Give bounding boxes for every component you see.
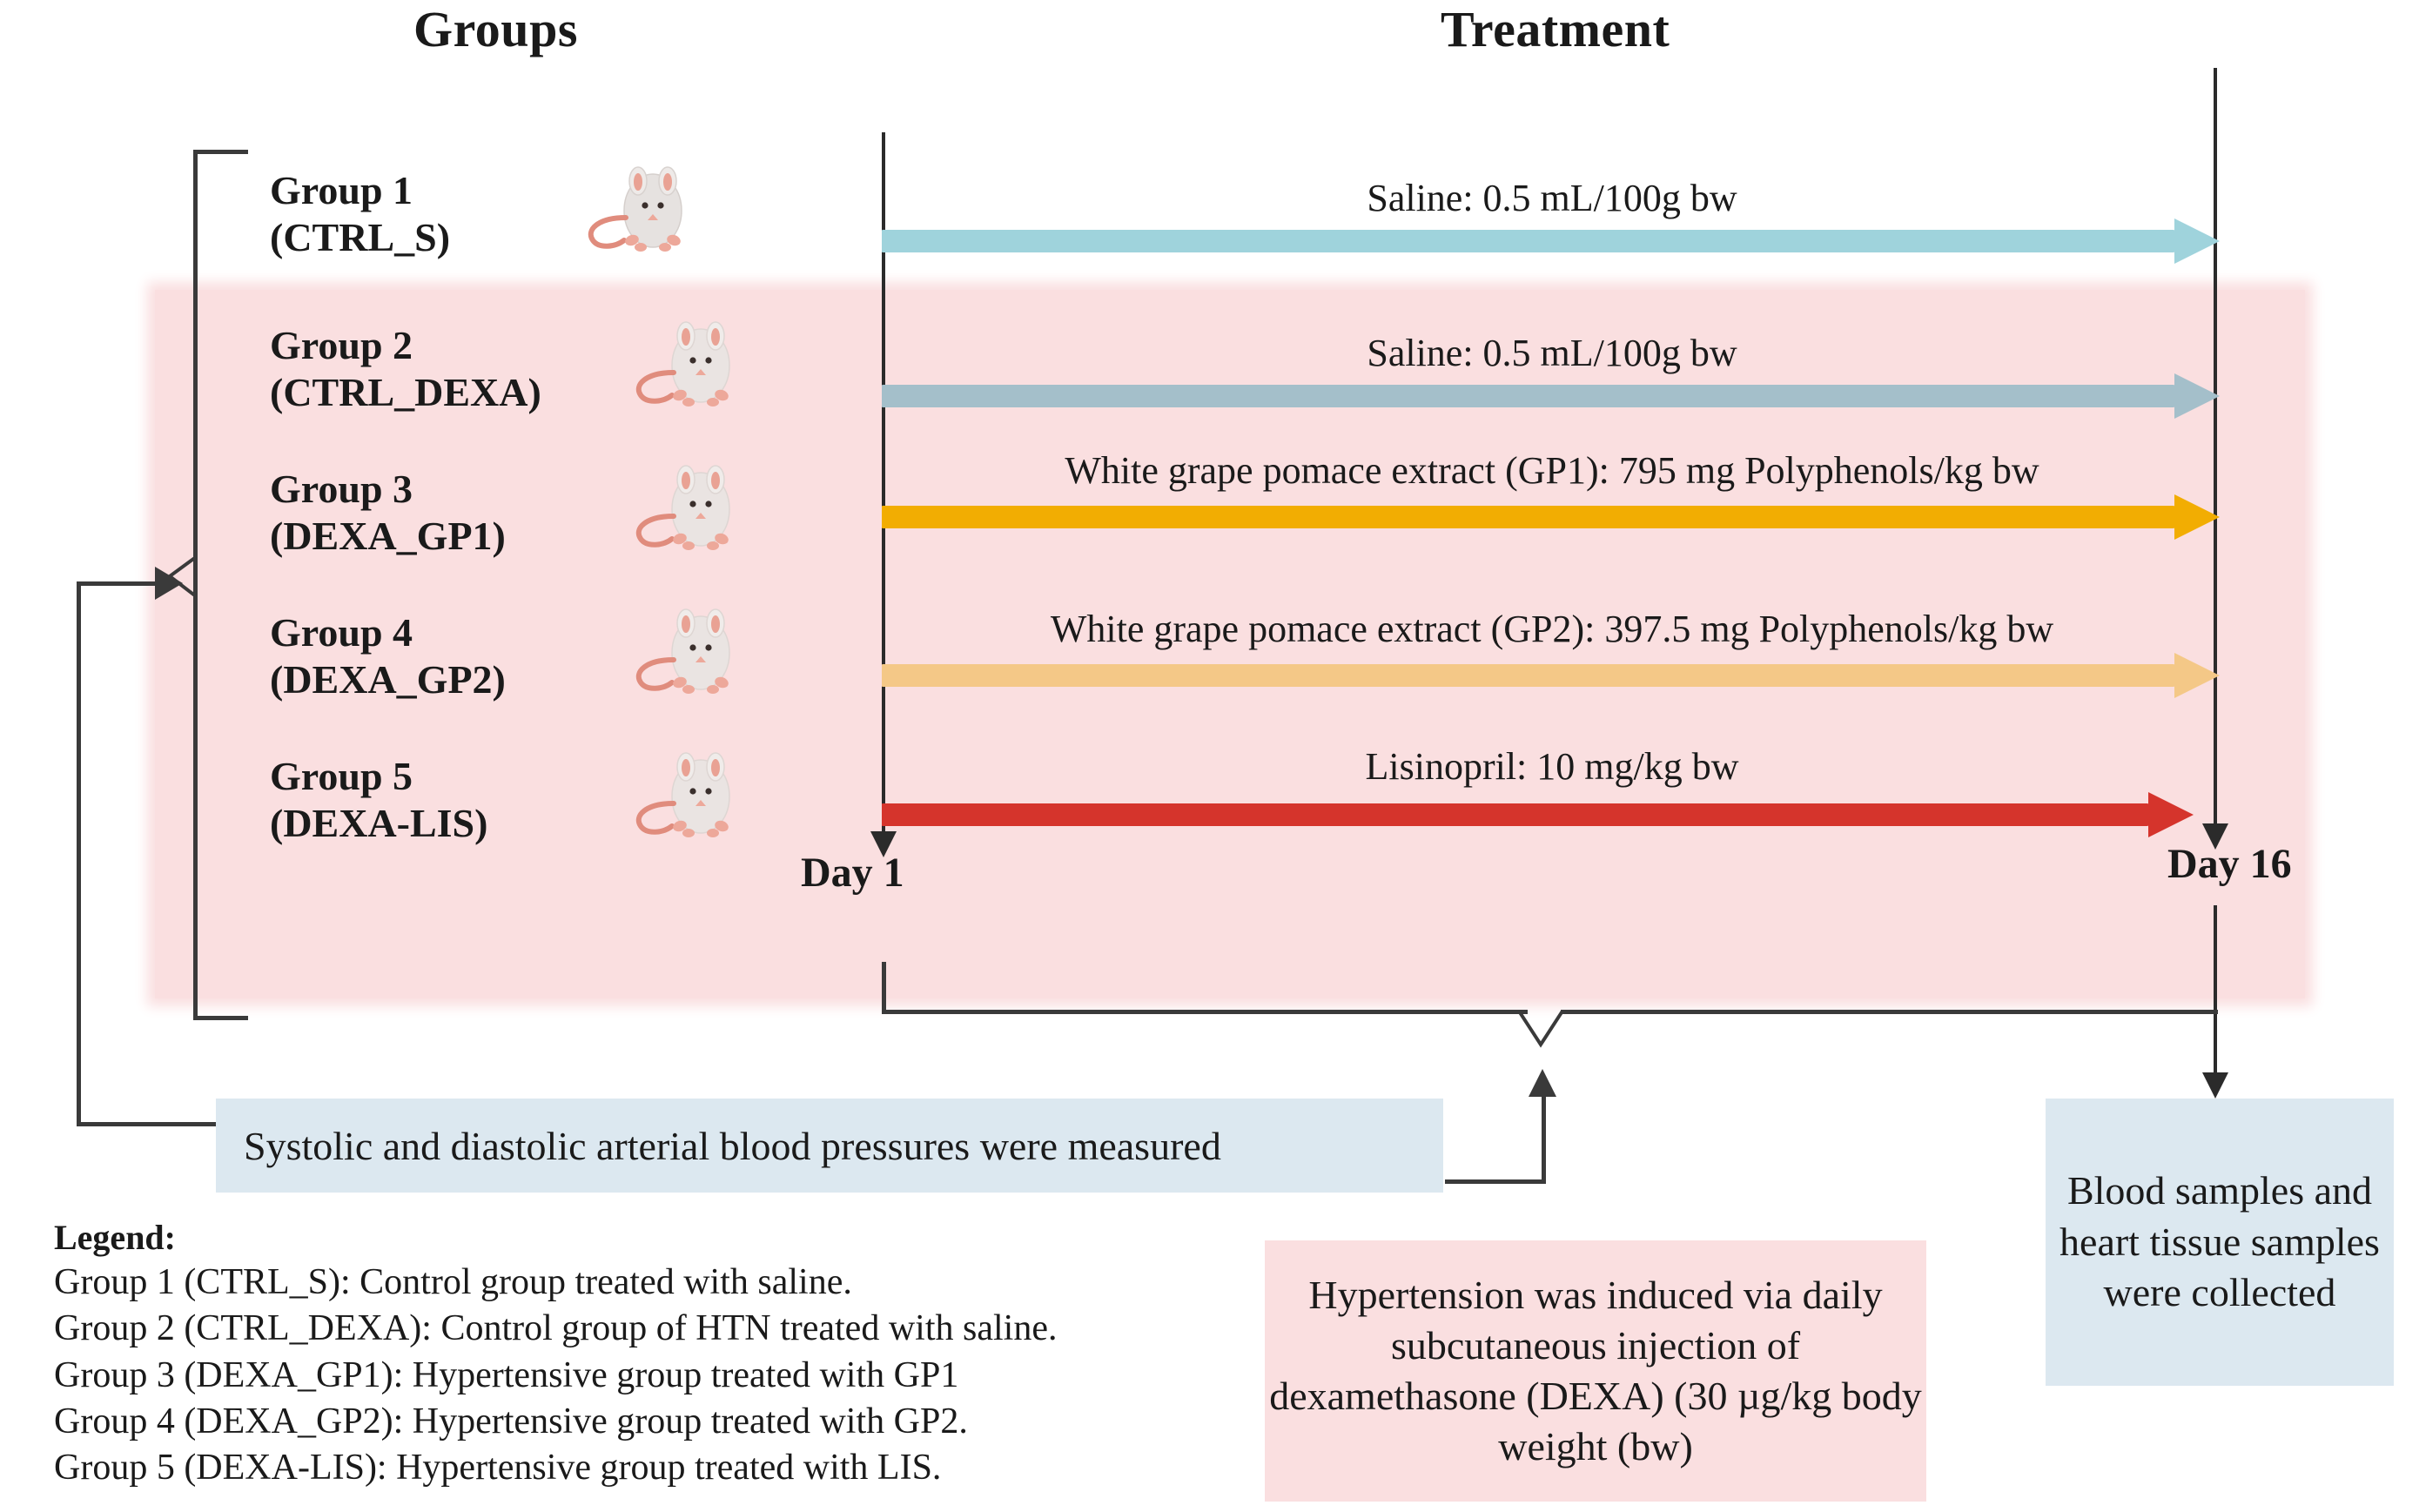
feedback-line-bottom [77, 1122, 216, 1126]
group-label-1: Group 1 (CTRL_S) [270, 167, 450, 261]
group-row-3: Group 3 (DEXA_GP1) [270, 465, 810, 570]
treatment-arrowhead-icon-4 [2174, 653, 2220, 698]
group-code-4: (DEXA_GP2) [270, 656, 506, 702]
groups-bracket-vertical [193, 150, 198, 1020]
blood-pressure-callout: Systolic and diastolic arterial blood pr… [216, 1099, 1443, 1193]
legend-item-4: Group 4 (DEXA_GP2): Hypertensive group t… [54, 1401, 968, 1441]
feedback-line-top [77, 581, 172, 586]
timeline-end-line-extension [2214, 905, 2217, 1079]
groups-header: Groups [413, 1, 578, 57]
timeline-bracket-horizontal-right [1561, 1010, 2218, 1014]
legend-item-3: Group 3 (DEXA_GP1): Hypertensive group t… [54, 1354, 959, 1395]
treatment-label-2: Saline: 0.5 mL/100g bw [1367, 332, 1737, 374]
group-code-1: (CTRL_S) [270, 214, 451, 259]
group-name-2: Group 2 [270, 323, 413, 367]
legend-item-1: Group 1 (CTRL_S): Control group treated … [54, 1262, 852, 1302]
hypertensive-group-band [155, 290, 2305, 998]
rat-icon [618, 746, 747, 842]
treatment-arrow-body-4 [882, 664, 2174, 687]
feedback-line-vertical [77, 581, 81, 1126]
group-row-4: Group 4 (DEXA_GP2) [270, 608, 810, 714]
bp-measure-connector-horizontal [1445, 1179, 1546, 1184]
legend-title: Legend: [54, 1218, 176, 1257]
feedback-arrowhead-icon [155, 567, 183, 600]
treatment-label-4: White grape pomace extract (GP2): 397.5 … [1050, 608, 2054, 650]
group-row-5: Group 5 (DEXA-LIS) [270, 752, 810, 857]
legend-item-5: Group 5 (DEXA-LIS): Hypertensive group t… [54, 1448, 942, 1488]
blood-samples-callout: Blood samples and heart tissue samples w… [2046, 1099, 2394, 1386]
timeline-end-line [2214, 68, 2217, 830]
day-end-label: Day 16 [2167, 841, 2292, 887]
treatment-arrowhead-icon-3 [2174, 494, 2220, 540]
group-row-1: Group 1 (CTRL_S) [270, 166, 810, 272]
group-name-4: Group 4 [270, 610, 413, 655]
treatment-header: Treatment [1441, 1, 1670, 57]
group-code-2: (CTRL_DEXA) [270, 369, 541, 414]
timeline-start-line [882, 132, 885, 837]
group-label-5: Group 5 (DEXA-LIS) [270, 753, 487, 847]
treatment-label-1: Saline: 0.5 mL/100g bw [1367, 177, 1737, 219]
group-name-1: Group 1 [270, 168, 413, 212]
treatment-arrowhead-icon-2 [2174, 373, 2220, 419]
timeline-bracket-notch [1516, 1008, 1565, 1052]
hypertension-induction-callout: Hypertension was induced via daily subcu… [1265, 1240, 1926, 1502]
legend-item-2: Group 2 (CTRL_DEXA): Control group of HT… [54, 1308, 1058, 1349]
group-name-3: Group 3 [270, 467, 413, 511]
group-code-3: (DEXA_GP1) [270, 513, 506, 558]
treatment-arrow-body-2 [882, 385, 2174, 407]
timeline-end-extension-arrowhead-icon [2202, 1072, 2228, 1099]
hypertension-induction-text: Hypertension was induced via daily subcu… [1269, 1273, 1922, 1468]
rat-icon [618, 602, 747, 698]
group-code-5: (DEXA-LIS) [270, 800, 488, 845]
timeline-start-arrowhead-icon [870, 831, 897, 857]
treatment-arrowhead-icon-1 [2174, 218, 2220, 264]
legend: Legend: Group 1 (CTRL_S): Control group … [54, 1217, 1212, 1492]
group-name-5: Group 5 [270, 754, 413, 798]
timeline-end-arrowhead-icon [2202, 823, 2228, 850]
group-label-3: Group 3 (DEXA_GP1) [270, 466, 506, 560]
groups-bracket-bottom-tick [193, 1016, 248, 1020]
treatment-label-5: Lisinopril: 10 mg/kg bw [1365, 745, 1739, 788]
treatment-arrow-body-3 [882, 506, 2174, 528]
group-label-2: Group 2 (CTRL_DEXA) [270, 322, 541, 416]
bp-measure-connector-line [1542, 1092, 1546, 1184]
bp-measure-arrowhead-icon [1529, 1069, 1556, 1097]
group-label-4: Group 4 (DEXA_GP2) [270, 609, 506, 703]
treatment-label-3: White grape pomace extract (GP1): 795 mg… [1065, 449, 2039, 492]
rat-icon [618, 459, 747, 554]
group-row-2: Group 2 (CTRL_DEXA) [270, 321, 810, 427]
blood-samples-callout-text: Blood samples and heart tissue samples w… [2060, 1167, 2380, 1315]
rat-icon [618, 315, 747, 411]
treatment-arrowhead-icon-5 [2148, 792, 2194, 837]
timeline-bracket-left-tick [882, 962, 886, 1014]
blood-pressure-callout-text: Systolic and diastolic arterial blood pr… [244, 1123, 1221, 1168]
treatment-arrow-body-5 [882, 803, 2148, 826]
groups-bracket-top-tick [193, 150, 248, 154]
timeline-bracket-horizontal-left [882, 1010, 1528, 1014]
treatment-arrow-body-1 [882, 230, 2174, 252]
rat-icon [570, 160, 699, 256]
day-start-label: Day 1 [801, 850, 904, 896]
